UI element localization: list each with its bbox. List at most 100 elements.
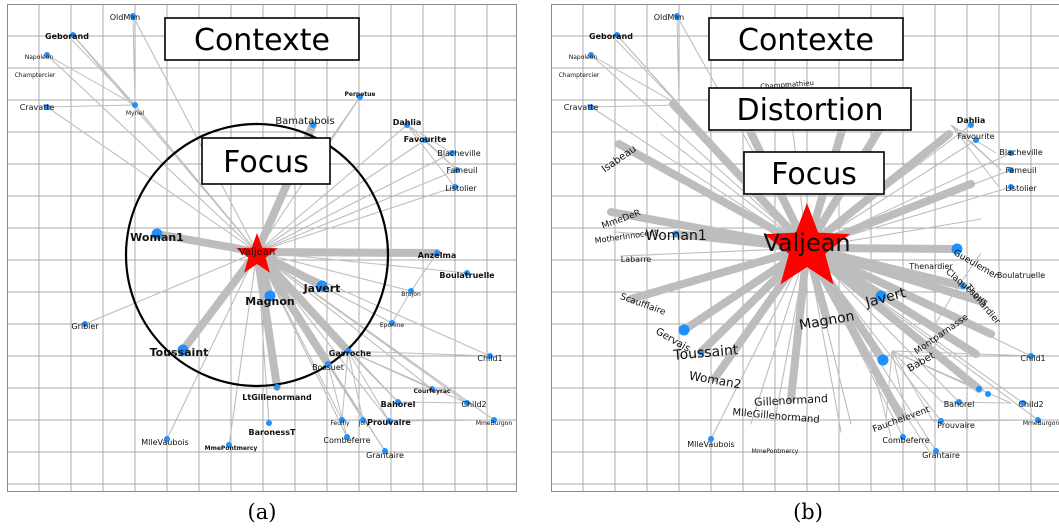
node-dot[interactable] [938, 418, 944, 424]
node-dot[interactable] [422, 137, 428, 143]
node-dot[interactable] [177, 344, 189, 356]
edge [410, 252, 438, 292]
node-dot[interactable] [130, 13, 136, 19]
edge [871, 363, 892, 438]
node-dot[interactable] [951, 243, 963, 255]
node-dot[interactable] [325, 361, 331, 367]
node-label: MlleVaubois [687, 440, 734, 449]
node-dot[interactable] [1020, 400, 1026, 406]
node-dot[interactable] [454, 167, 460, 173]
node-dot[interactable] [395, 399, 401, 405]
node-dot[interactable] [491, 417, 497, 423]
edge [46, 104, 136, 108]
node-dot[interactable] [588, 104, 594, 110]
node-label: Cravatte [20, 103, 55, 112]
node-dot[interactable] [464, 270, 470, 276]
node-dot[interactable] [164, 436, 170, 442]
node-label: Grantaire [366, 451, 404, 460]
node-dot[interactable] [310, 122, 316, 128]
node-label: Myriel [126, 110, 145, 117]
edge [256, 251, 433, 390]
edge [891, 350, 943, 403]
node-label: LtGillenormand [242, 393, 312, 402]
node-dot[interactable] [698, 349, 704, 355]
edge [891, 350, 1035, 357]
node-dots [588, 13, 1041, 454]
node-dot[interactable] [151, 228, 163, 240]
node-dot[interactable] [1008, 167, 1014, 173]
focus-node-star[interactable] [764, 203, 850, 285]
node-dot[interactable] [44, 52, 50, 58]
node-dot[interactable] [404, 122, 410, 128]
edge [806, 247, 842, 433]
node-dot[interactable] [344, 434, 350, 440]
node-label: Child1 [1020, 354, 1045, 363]
node-dot[interactable] [1035, 417, 1041, 423]
node-dot[interactable] [973, 137, 979, 143]
node-dot[interactable] [264, 290, 276, 302]
node-label: Combeferre [882, 436, 929, 445]
edge [397, 401, 468, 404]
node-dot[interactable] [985, 391, 991, 397]
caption-a: (a) [247, 500, 277, 524]
edge [84, 251, 258, 325]
focus-lens-circle [124, 122, 390, 388]
node-dot[interactable] [345, 348, 351, 354]
node-dot[interactable] [674, 13, 680, 19]
node-dot[interactable] [226, 442, 232, 448]
edge [968, 139, 1002, 171]
node-dot[interactable] [70, 32, 76, 38]
node-dot[interactable] [382, 448, 388, 454]
node-dot[interactable] [588, 52, 594, 58]
node-dot[interactable] [452, 184, 458, 190]
node-dot[interactable] [1008, 184, 1014, 190]
node-label: Brujon [401, 291, 421, 298]
node-dot[interactable] [900, 434, 906, 440]
node-label: Prouvaire [937, 421, 975, 430]
edge [669, 100, 811, 252]
node-dot[interactable] [960, 283, 966, 289]
edge [935, 290, 956, 324]
node-dot[interactable] [673, 231, 679, 237]
node-dot[interactable] [487, 353, 493, 359]
node-label: OldMan [110, 13, 140, 22]
node-dot[interactable] [360, 417, 366, 423]
node-dot[interactable] [357, 94, 363, 100]
node-dot[interactable] [708, 436, 714, 442]
node-dot[interactable] [968, 122, 974, 128]
node-dot[interactable] [1008, 150, 1014, 156]
node-dot[interactable] [82, 321, 88, 327]
node-dot[interactable] [678, 324, 690, 336]
edge [327, 363, 386, 452]
edge [253, 248, 281, 391]
node-dot[interactable] [132, 102, 138, 108]
node-dot[interactable] [339, 417, 345, 423]
node-dot[interactable] [877, 354, 889, 366]
node-label: Child2 [461, 400, 486, 409]
edge [72, 34, 136, 106]
node-dot[interactable] [386, 418, 392, 424]
node-dot[interactable] [434, 250, 440, 256]
node-dot[interactable] [1028, 353, 1034, 359]
edge [256, 251, 390, 422]
graph-view-a: OldManGeborandNapoleonChamptercierCravat… [7, 4, 517, 492]
node-dot[interactable] [408, 288, 414, 294]
node-dot[interactable] [614, 32, 620, 38]
focus-node-star[interactable] [236, 233, 278, 273]
node-dot[interactable] [464, 400, 470, 406]
node-dot[interactable] [449, 150, 455, 156]
node-dot[interactable] [956, 399, 962, 405]
node-dot[interactable] [933, 448, 939, 454]
svg-text:Contexte: Contexte [738, 23, 874, 58]
node-dot[interactable] [316, 280, 328, 292]
node-dot[interactable] [266, 420, 272, 426]
node-dot[interactable] [274, 384, 280, 390]
node-dot[interactable] [44, 104, 50, 110]
node-dot[interactable] [429, 386, 435, 392]
node-dot[interactable] [875, 290, 887, 302]
edge [46, 54, 136, 106]
node-dot[interactable] [389, 320, 395, 326]
edge [932, 419, 1039, 422]
node-dot[interactable] [976, 386, 982, 392]
edge [179, 248, 261, 354]
